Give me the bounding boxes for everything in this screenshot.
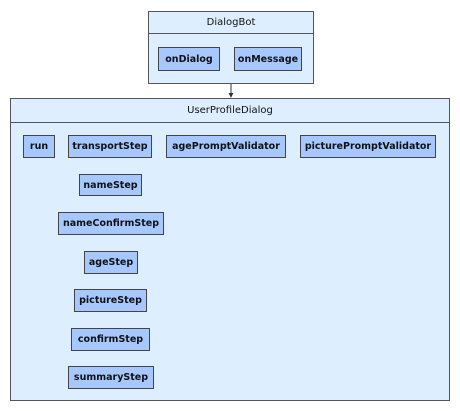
run-node[interactable]: run [23, 135, 55, 158]
confirmstep-node[interactable]: confirmStep [71, 328, 150, 351]
transportstep-node[interactable]: transportStep [68, 135, 152, 158]
userprofiledialog-title: UserProfileDialog [11, 99, 449, 123]
agestep-node[interactable]: ageStep [84, 251, 138, 274]
ondialog-node[interactable]: onDialog [158, 47, 220, 71]
agepromptvalidator-node[interactable]: agePromptValidator [166, 135, 286, 158]
summarystep-node[interactable]: summaryStep [68, 366, 154, 389]
namestep-node[interactable]: nameStep [79, 174, 142, 196]
picturestep-node[interactable]: pictureStep [74, 289, 147, 312]
nameconfirmstep-node[interactable]: nameConfirmStep [58, 212, 164, 235]
dialogbot-title: DialogBot [149, 12, 313, 34]
picturepromptvalidator-node[interactable]: picturePromptValidator [300, 135, 436, 158]
onmessage-node[interactable]: onMessage [234, 47, 302, 71]
